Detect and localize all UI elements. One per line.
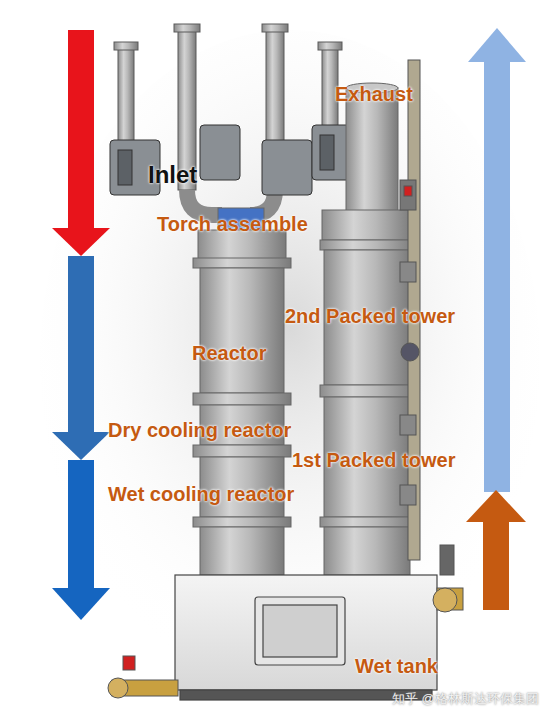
- part-name: Wet cooling reactor: [108, 484, 294, 504]
- inlet-pipes: [114, 24, 342, 215]
- part-name: Inlet: [148, 163, 197, 187]
- part-name: Exhaust: [335, 84, 413, 104]
- flow-arrow-up: [466, 28, 526, 610]
- watermark: 知乎 @格林斯达环保集团: [392, 692, 539, 705]
- part-name: Reactor: [192, 343, 266, 363]
- background-glow: [40, 30, 540, 690]
- reactor-column: [193, 208, 291, 575]
- valve-assembly: [110, 125, 352, 195]
- wet-tank: [175, 575, 437, 700]
- part-name: Dry cooling reactor: [108, 420, 291, 440]
- part-name: 1st Packed tower: [292, 450, 455, 470]
- part-name: 2nd Packed tower: [285, 306, 455, 326]
- flow-arrow-down: [52, 30, 110, 620]
- part-name: Wet tank: [355, 656, 438, 676]
- part-name: Torch assemble: [157, 214, 308, 234]
- drain-valve: [108, 545, 463, 698]
